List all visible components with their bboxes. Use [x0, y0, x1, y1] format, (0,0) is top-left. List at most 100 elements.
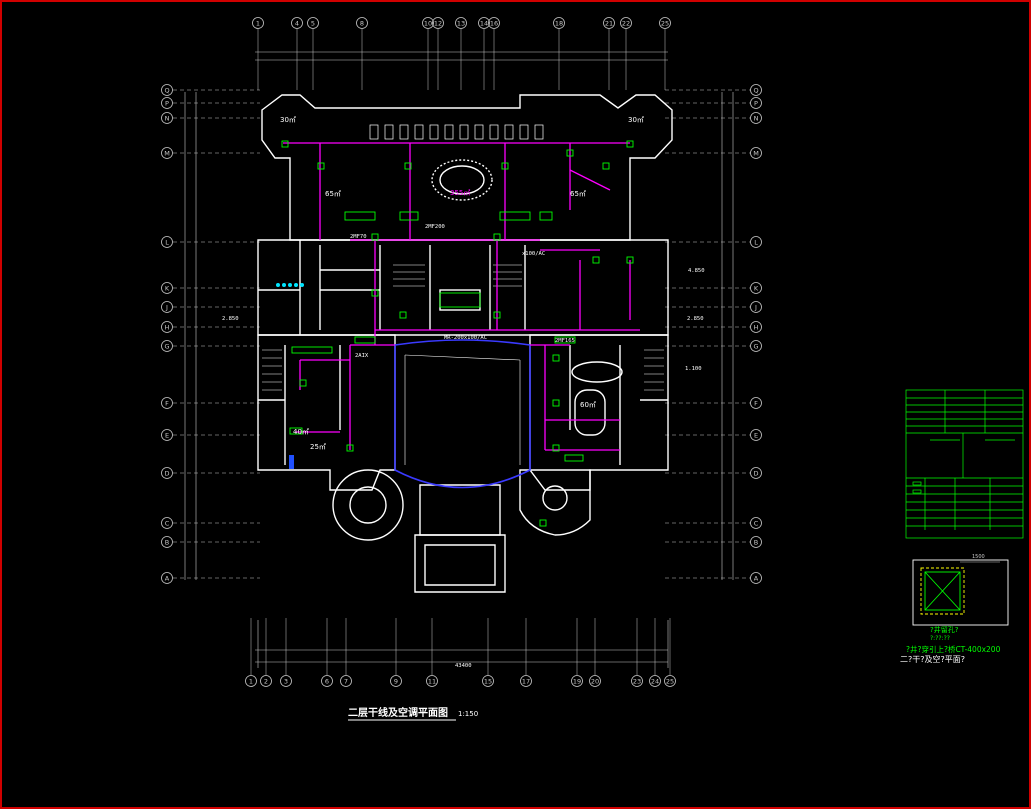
- grid-row-right-G: G: [750, 340, 762, 352]
- svg-text:B: B: [754, 539, 758, 547]
- grid-row-right-L: L: [750, 236, 762, 248]
- room-area-25: 25㎡: [310, 443, 326, 451]
- grid-row-right-C: C: [750, 517, 762, 529]
- grid-row-left-J: J: [161, 301, 173, 313]
- svg-text:3: 3: [284, 678, 288, 686]
- grid-bottom-23: 23: [631, 675, 643, 687]
- svg-text:21: 21: [605, 20, 613, 28]
- dim-total-bottom: 43400: [455, 663, 472, 669]
- grid-top-18: 18: [553, 17, 565, 29]
- right-dimension-chain: [721, 92, 734, 580]
- grid-bottom-25: 25: [664, 675, 676, 687]
- svg-text:1: 1: [256, 20, 260, 28]
- svg-text:7: 7: [344, 678, 348, 686]
- grid-top-22: 22: [620, 17, 632, 29]
- svg-text:D: D: [753, 470, 758, 478]
- svg-text:A: A: [754, 575, 759, 583]
- room-area-355: 355㎡: [450, 189, 470, 197]
- svg-text:Q: Q: [753, 87, 758, 95]
- svg-text:L: L: [754, 239, 758, 247]
- svg-text:11: 11: [428, 678, 436, 686]
- grid-row-left-C: C: [161, 517, 173, 529]
- svg-text:10: 10: [424, 20, 432, 28]
- detail-note-3: ?井?穿引上?桥CT-400x200: [906, 644, 1001, 654]
- grid-bottom-20: 20: [589, 675, 601, 687]
- svg-text:C: C: [165, 520, 170, 528]
- grid-top-1: 1: [252, 17, 264, 29]
- drawing-scale: 1:150: [458, 710, 478, 718]
- grid-row-left-L: L: [161, 236, 173, 248]
- grid-bottom-15: 15: [482, 675, 494, 687]
- room-area-60: 60㎡: [580, 401, 596, 409]
- grid-top-5: 5: [307, 17, 319, 29]
- svg-text:18: 18: [555, 20, 563, 28]
- room-area-65-left: 65㎡: [325, 190, 341, 198]
- svg-text:N: N: [754, 115, 759, 123]
- svg-text:C: C: [754, 520, 759, 528]
- svg-text:4: 4: [295, 20, 299, 28]
- grid-row-right-M: M: [750, 147, 762, 159]
- grid-bottom-6: 6: [321, 675, 333, 687]
- svg-text:19: 19: [573, 678, 581, 686]
- grid-top-12: 12: [432, 17, 444, 29]
- grid-top-16: 16: [488, 17, 500, 29]
- grid-bottom-11: 11: [426, 675, 438, 687]
- svg-text:B: B: [165, 539, 169, 547]
- grid-row-right-A: A: [750, 572, 762, 584]
- top-dimension-chain: [255, 51, 668, 61]
- duct-label-main-trunk: MR-200x100/AC: [444, 335, 487, 341]
- svg-text:M: M: [753, 150, 759, 158]
- svg-text:G: G: [753, 343, 758, 351]
- grid-row-left-Q: Q: [161, 84, 173, 96]
- svg-text:12: 12: [434, 20, 442, 28]
- grid-row-left-F: F: [161, 397, 173, 409]
- grid-row-right-D: D: [750, 467, 762, 479]
- svg-text:17: 17: [522, 678, 530, 686]
- svg-text:D: D: [164, 470, 169, 478]
- svg-text:Q: Q: [164, 87, 169, 95]
- grid-row-left-D: D: [161, 467, 173, 479]
- grid-bottom-19: 19: [571, 675, 583, 687]
- duct-label-branch-right: x100/AC: [522, 251, 545, 257]
- svg-text:25: 25: [666, 678, 674, 686]
- svg-text:8: 8: [360, 20, 364, 28]
- svg-text:G: G: [164, 343, 169, 351]
- svg-text:13: 13: [457, 20, 465, 28]
- grid-row-right-K: K: [750, 282, 762, 294]
- svg-text:M: M: [164, 150, 170, 158]
- drawing-title: 二层干线及空调平面图: [348, 706, 448, 719]
- svg-text:K: K: [165, 285, 170, 293]
- svg-text:K: K: [754, 285, 759, 293]
- grid-bottom-2: 2: [260, 675, 272, 687]
- svg-text:L: L: [165, 239, 169, 247]
- grid-row-left-E: E: [161, 429, 173, 441]
- svg-text:A: A: [165, 575, 170, 583]
- grid-top-8: 8: [356, 17, 368, 29]
- grid-top-25: 25: [659, 17, 671, 29]
- grid-bottom-3: 3: [280, 675, 292, 687]
- grid-bottom-17: 17: [520, 675, 532, 687]
- building-walls: [257, 94, 673, 593]
- grid-row-right-B: B: [750, 536, 762, 548]
- duct-label-branch-left: 2MF70: [350, 234, 367, 240]
- grid-row-right-F: F: [750, 397, 762, 409]
- grid-row-left-H: H: [161, 321, 173, 333]
- grid-bottom-9: 9: [390, 675, 402, 687]
- svg-text:22: 22: [622, 20, 630, 28]
- svg-text:6: 6: [325, 678, 329, 686]
- room-area-30-right: 30㎡: [628, 116, 644, 124]
- elevation-right-k: 4.850: [688, 268, 705, 274]
- ac-units: [281, 140, 634, 527]
- left-dimension-chain: [184, 92, 197, 580]
- elevation-right-f: 1.100: [685, 366, 702, 372]
- svg-text:H: H: [754, 324, 759, 332]
- svg-text:15: 15: [484, 678, 492, 686]
- shaft-detail: [912, 559, 1009, 626]
- grid-row-right-N: N: [750, 112, 762, 124]
- room-area-65-right: 65㎡: [570, 190, 586, 198]
- grid-bottom-1: 1: [245, 675, 257, 687]
- svg-text:24: 24: [651, 678, 659, 686]
